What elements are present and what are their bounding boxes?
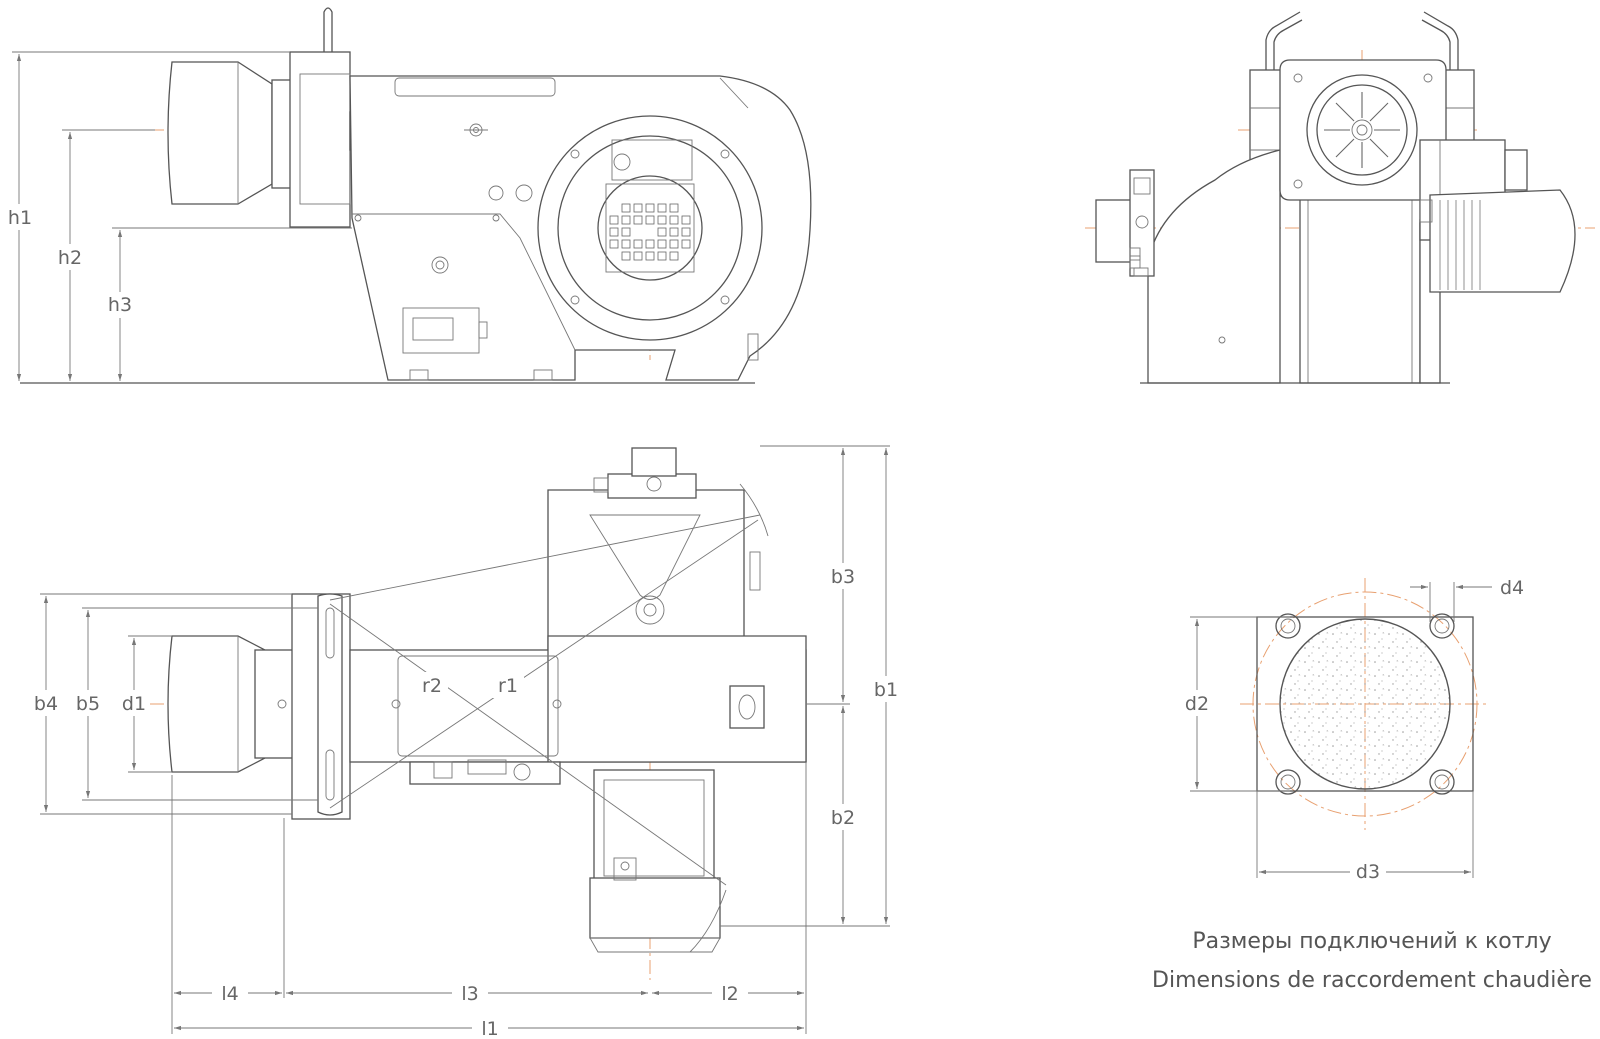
dim-label-d1: d1 xyxy=(122,693,146,715)
top-view: r2 r1 b4 b5 d1 b3 b2 b1 xyxy=(30,445,902,1039)
dim-label-d4: d4 xyxy=(1500,577,1524,599)
dim-label-r1: r1 xyxy=(498,675,518,697)
dim-label-l2: l2 xyxy=(721,983,738,1005)
dim-label-b4: b4 xyxy=(34,693,58,715)
caption: Размеры подключений к котлу Dimensions d… xyxy=(1152,929,1592,993)
dim-label-r2: r2 xyxy=(422,675,442,697)
dim-label-b1: b1 xyxy=(874,679,898,701)
dim-label-l3: l3 xyxy=(461,983,478,1005)
dim-label-b5: b5 xyxy=(76,693,100,715)
swirl-vanes xyxy=(1324,92,1400,168)
boiler-connection-view: d2 d3 d4 xyxy=(1181,577,1524,884)
dim-label-h1: h1 xyxy=(8,207,32,229)
dim-label-h2: h2 xyxy=(58,247,82,269)
dim-label-d2: d2 xyxy=(1185,693,1209,715)
dim-label-l1: l1 xyxy=(481,1018,498,1039)
dim-label-l4: l4 xyxy=(221,983,238,1005)
caption-fr: Dimensions de raccordement chaudière xyxy=(1152,968,1592,993)
dim-label-d3: d3 xyxy=(1356,861,1380,883)
side-view: h1 h2 h3 xyxy=(6,7,812,384)
front-view xyxy=(1085,11,1595,384)
fan-grille xyxy=(609,203,691,261)
dim-label-h3: h3 xyxy=(108,294,132,316)
dim-label-b3: b3 xyxy=(831,566,855,588)
dim-label-b2: b2 xyxy=(831,807,855,829)
caption-ru: Размеры подключений к котлу xyxy=(1192,929,1551,954)
